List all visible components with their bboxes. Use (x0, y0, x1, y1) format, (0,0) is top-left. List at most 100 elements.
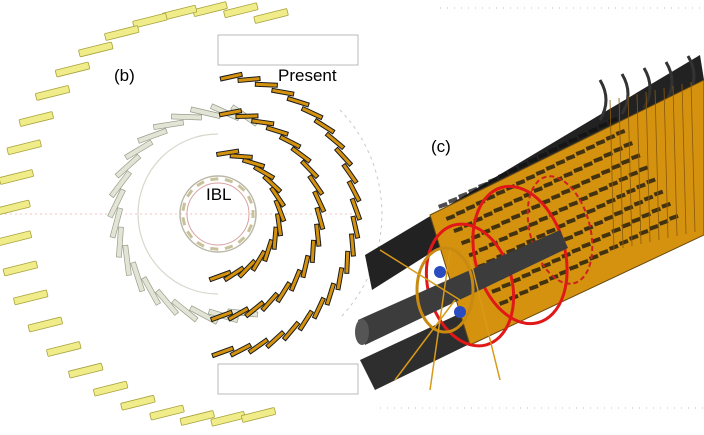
outer-stave (253, 8, 289, 24)
outer-stave (120, 395, 156, 411)
inner-stave (124, 139, 154, 161)
barrel-stave-line (672, 85, 678, 237)
pixel-module (290, 145, 312, 164)
ibl-barrel-ring (415, 246, 475, 334)
barrel-module-shadow (641, 211, 652, 219)
service-wires (379, 249, 501, 391)
pixel-module (281, 320, 301, 342)
ibl-core (434, 266, 446, 278)
barrel-module-shadow (558, 141, 568, 149)
barrel-module-shadow (528, 220, 539, 228)
barrel-module-shadow (518, 288, 529, 296)
support-ring (526, 175, 594, 285)
barrel-module-shadow (516, 242, 526, 250)
barrel-module-shadow (571, 246, 582, 254)
pixel-module (314, 206, 326, 231)
pixel-module (219, 71, 243, 82)
ibl-stave (224, 178, 234, 184)
inner-stave (114, 153, 142, 179)
barrel-module-shadow (508, 166, 518, 174)
barrel-module-shadow (567, 136, 578, 144)
barrel-module-shadow (638, 228, 649, 236)
barrel-module-shadow (468, 186, 478, 194)
barrel-module-shadow (588, 126, 598, 134)
pixel-module (286, 95, 310, 108)
inner-stave (109, 207, 124, 239)
pixel-module (335, 267, 345, 291)
barrel-module-shadow (465, 204, 476, 211)
barrel-module-shadow (538, 151, 548, 159)
barrel-module-shadow (550, 193, 561, 201)
barrel-module-shadow (598, 248, 609, 256)
barrel-module-shadow (580, 178, 591, 186)
outer-stave (104, 25, 140, 41)
pixel-module (271, 226, 279, 250)
barrel-module-shadow (628, 170, 639, 178)
barrel-module-shadow (495, 189, 506, 196)
beam-pipe-end (355, 319, 369, 345)
barrel-module-shadow (563, 171, 574, 179)
pixel-module (269, 185, 287, 208)
pixel-module (273, 199, 287, 223)
barrel-module-shadow (620, 158, 631, 166)
inner-stave (130, 261, 146, 293)
barrel-module-shadow (493, 206, 504, 214)
barrel-module-shadow (498, 171, 508, 179)
barrel-module-shadow (448, 196, 458, 204)
panel-b-cross-section (0, 1, 383, 427)
pixel-module (237, 258, 257, 279)
ibl-stave (196, 241, 205, 248)
inner-stave (154, 288, 180, 316)
service-wire (379, 249, 461, 301)
barrel-modules (438, 116, 679, 306)
inner-stave (152, 119, 185, 131)
barrel-module-shadow (626, 187, 636, 195)
barrel-module-shadow (460, 238, 471, 246)
barrel-module-shadow (661, 201, 672, 209)
barrel-module-shadow (603, 214, 614, 222)
outer-stave (46, 341, 82, 357)
outer-stave (179, 410, 215, 426)
barrel-module-shadow (616, 192, 626, 200)
barrel-module-shadow (575, 149, 586, 156)
barrel-module-shadow (508, 230, 519, 238)
barrel-module-shadow (568, 200, 579, 208)
pixel-module (314, 223, 322, 247)
outer-stave (0, 199, 31, 216)
pixel-module (346, 179, 362, 203)
barrel-module-shadow (636, 182, 646, 190)
pixel-module (324, 131, 346, 151)
panel-b-label: (b) (114, 66, 135, 85)
ibl-stave (237, 236, 246, 244)
inner-stave (107, 188, 126, 219)
present-pixel-layers (208, 71, 363, 359)
outer-stave (6, 139, 42, 155)
ibl-stave (210, 177, 219, 182)
barrel-module-shadow (581, 241, 592, 249)
pixel-module (252, 164, 276, 181)
barrel-module-shadow (560, 188, 571, 196)
barrel-module-shadow (455, 209, 466, 216)
pixel-module (223, 265, 246, 283)
pixel-module (262, 174, 283, 194)
barrel-module-shadow (598, 121, 608, 129)
barrel-module-shadow (653, 189, 664, 197)
pixel-module (299, 159, 320, 180)
barrel-module-shadow (445, 214, 456, 221)
pixel-module (300, 254, 311, 279)
ibl-stave (181, 202, 187, 211)
barrel-module-shadow (648, 223, 659, 231)
barrel-module-shadow (618, 238, 629, 246)
barrel-module-shadow (576, 212, 586, 220)
barrel-module-shadow (628, 233, 639, 241)
pixel-module (244, 300, 266, 319)
ibl-stave (186, 189, 194, 198)
barrel-stave-line (663, 87, 669, 239)
barrel-module-shadow (603, 151, 614, 159)
ibl-ring-inner (186, 182, 250, 246)
panel-c-label: (c) (431, 137, 451, 156)
inner-stave (137, 127, 168, 144)
ibl-stave (210, 246, 219, 251)
ibl-core (454, 306, 466, 318)
pixel-module (300, 105, 324, 121)
